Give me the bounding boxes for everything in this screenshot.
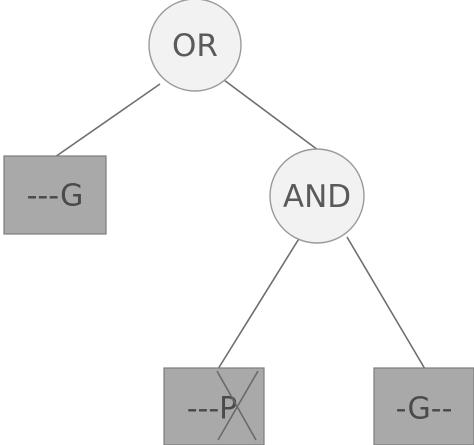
- or-node-circle: [148, 0, 242, 92]
- edge-or-to-left-leaf: [54, 83, 161, 158]
- or-node-label: OR: [172, 28, 218, 64]
- edge-or-to-and: [223, 79, 323, 154]
- edge-and-to-right-leaf: [346, 236, 426, 370]
- and-node-circle: [269, 148, 365, 244]
- cross-stroke-b: [217, 370, 259, 441]
- cross-stroke-a: [216, 370, 257, 441]
- leaf-middle-box: [163, 367, 265, 445]
- leaf-right-box: [373, 367, 474, 445]
- leaf-left-box: [3, 155, 107, 235]
- leaf-middle: ---P: [163, 367, 265, 445]
- leaf-right: -G--: [373, 367, 474, 445]
- leaf-left: ---G: [3, 155, 107, 235]
- and-node-label: AND: [283, 179, 351, 215]
- and-node: AND: [269, 148, 365, 244]
- cross-out-mark: [216, 370, 259, 441]
- edge-and-to-middle-leaf: [217, 236, 301, 370]
- leaf-left-label: ---G: [27, 179, 84, 214]
- leaf-right-label: -G--: [396, 392, 453, 427]
- or-node: OR: [148, 0, 242, 92]
